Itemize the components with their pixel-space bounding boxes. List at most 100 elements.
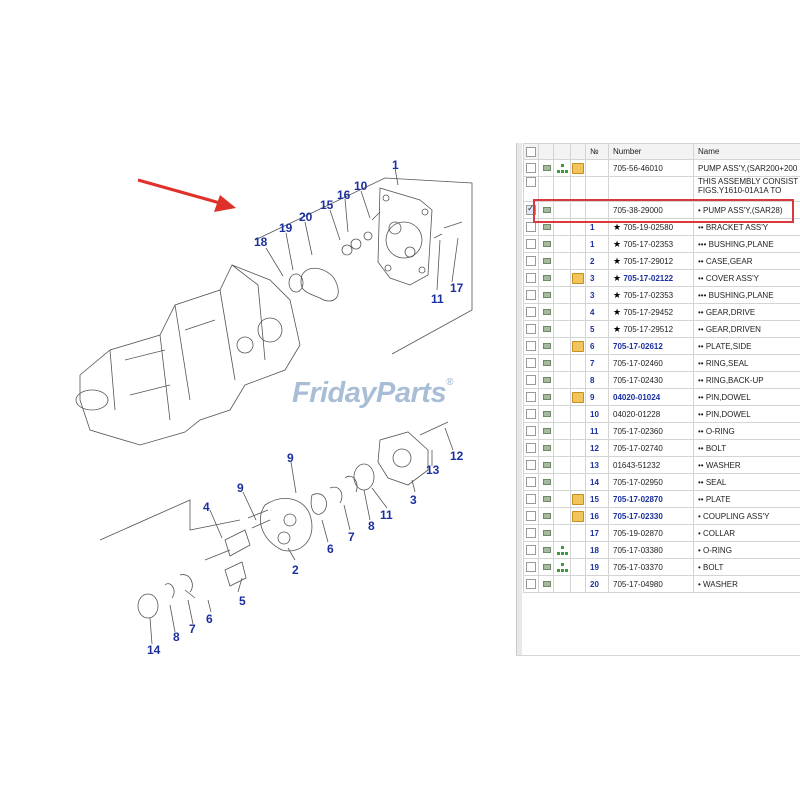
add-to-cart-icon[interactable]	[542, 308, 551, 316]
cart-cell[interactable]	[538, 490, 554, 508]
hierarchy-icon[interactable]	[556, 562, 568, 572]
add-to-cart-icon[interactable]	[542, 325, 551, 333]
cart-cell[interactable]	[538, 354, 554, 372]
row-checkbox[interactable]	[526, 324, 536, 334]
cart-cell[interactable]	[538, 558, 554, 576]
row-checkbox-cell[interactable]	[523, 371, 539, 389]
cart-cell[interactable]	[538, 439, 554, 457]
row-checkbox[interactable]	[526, 273, 536, 283]
cart-cell[interactable]	[538, 303, 554, 321]
table-row[interactable]: 4★ 705-17-29452•• GEAR,DRIVE	[523, 303, 800, 321]
hierarchy-icon[interactable]	[556, 545, 568, 555]
cart-cell[interactable]	[538, 320, 554, 338]
add-to-cart-icon[interactable]	[542, 393, 551, 401]
cart-cell[interactable]	[538, 473, 554, 491]
row-checkbox-cell[interactable]	[523, 286, 539, 304]
cart-cell[interactable]	[538, 252, 554, 270]
row-checkbox[interactable]	[526, 511, 536, 521]
cart-cell[interactable]	[538, 337, 554, 355]
row-checkbox-cell[interactable]	[523, 252, 539, 270]
row-checkbox-cell[interactable]	[523, 422, 539, 440]
cart-cell[interactable]	[538, 422, 554, 440]
cart-cell[interactable]	[538, 575, 554, 593]
table-row[interactable]: 3★ 705-17-02353••• BUSHING,PLANE	[523, 286, 800, 304]
cart-cell[interactable]	[538, 286, 554, 304]
add-to-cart-icon[interactable]	[542, 164, 551, 172]
row-checkbox-cell[interactable]	[523, 456, 539, 474]
row-checkbox[interactable]	[526, 494, 536, 504]
row-checkbox-cell[interactable]	[523, 405, 539, 423]
add-to-cart-icon[interactable]	[542, 444, 551, 452]
row-checkbox-cell[interactable]	[523, 235, 539, 253]
row-checkbox-cell[interactable]	[523, 176, 539, 202]
add-to-cart-icon[interactable]	[542, 240, 551, 248]
row-checkbox-cell[interactable]	[523, 388, 539, 406]
no-column-header[interactable]: №	[585, 143, 609, 160]
row-checkbox[interactable]	[526, 177, 536, 187]
hierarchy-icon[interactable]	[556, 163, 568, 173]
row-checkbox-cell[interactable]	[523, 201, 539, 219]
table-row[interactable]: 3★ 705-17-02122•• COVER ASS'Y	[523, 269, 800, 287]
table-row[interactable]: 2★ 705-17-29012•• CASE,GEAR	[523, 252, 800, 270]
part-number[interactable]: 04020-01024	[613, 392, 661, 402]
row-checkbox-cell[interactable]	[523, 490, 539, 508]
add-to-cart-icon[interactable]	[542, 410, 551, 418]
cart-cell[interactable]	[538, 405, 554, 423]
part-number[interactable]: 705-17-02612	[613, 341, 663, 351]
add-to-cart-icon[interactable]	[542, 478, 551, 486]
cart-cell[interactable]	[538, 235, 554, 253]
row-checkbox-cell[interactable]	[523, 354, 539, 372]
add-to-cart-icon[interactable]	[542, 563, 551, 571]
row-checkbox[interactable]	[526, 203, 536, 215]
add-to-cart-icon[interactable]	[542, 274, 551, 282]
table-row[interactable]: 705-38-29000• PUMP ASS'Y,(SAR28)	[523, 201, 800, 219]
cart-cell[interactable]	[538, 456, 554, 474]
row-checkbox-cell[interactable]	[523, 541, 539, 559]
row-checkbox-cell[interactable]	[523, 320, 539, 338]
cart-cell[interactable]	[538, 507, 554, 525]
row-checkbox[interactable]	[526, 460, 536, 470]
row-checkbox-cell[interactable]	[523, 159, 539, 177]
package-icon[interactable]	[572, 391, 584, 403]
add-to-cart-icon[interactable]	[542, 529, 551, 537]
add-to-cart-icon[interactable]	[542, 461, 551, 469]
row-checkbox[interactable]	[526, 290, 536, 300]
row-checkbox-cell[interactable]	[523, 337, 539, 355]
row-checkbox[interactable]	[526, 528, 536, 538]
row-checkbox[interactable]	[526, 163, 536, 173]
add-to-cart-icon[interactable]	[542, 257, 551, 265]
part-number[interactable]: 705-17-02122	[623, 273, 674, 283]
row-checkbox-cell[interactable]	[523, 303, 539, 321]
row-checkbox-cell[interactable]	[523, 558, 539, 576]
row-checkbox-cell[interactable]	[523, 439, 539, 457]
row-checkbox[interactable]	[526, 358, 536, 368]
row-checkbox-cell[interactable]	[523, 575, 539, 593]
row-checkbox[interactable]	[526, 307, 536, 317]
package-icon[interactable]	[572, 272, 584, 284]
row-checkbox-cell[interactable]	[523, 473, 539, 491]
package-icon[interactable]	[572, 510, 584, 522]
add-to-cart-icon[interactable]	[542, 359, 551, 367]
add-to-cart-icon[interactable]	[542, 512, 551, 520]
cart-cell[interactable]	[538, 371, 554, 389]
row-checkbox[interactable]	[526, 222, 536, 232]
package-icon[interactable]	[572, 162, 584, 174]
add-to-cart-icon[interactable]	[542, 546, 551, 554]
part-number[interactable]: 705-17-02870	[613, 494, 663, 504]
add-to-cart-icon[interactable]	[542, 376, 551, 384]
cart-cell[interactable]	[538, 176, 554, 202]
row-checkbox-cell[interactable]	[523, 507, 539, 525]
row-checkbox[interactable]	[526, 341, 536, 351]
add-to-cart-icon[interactable]	[542, 223, 551, 231]
